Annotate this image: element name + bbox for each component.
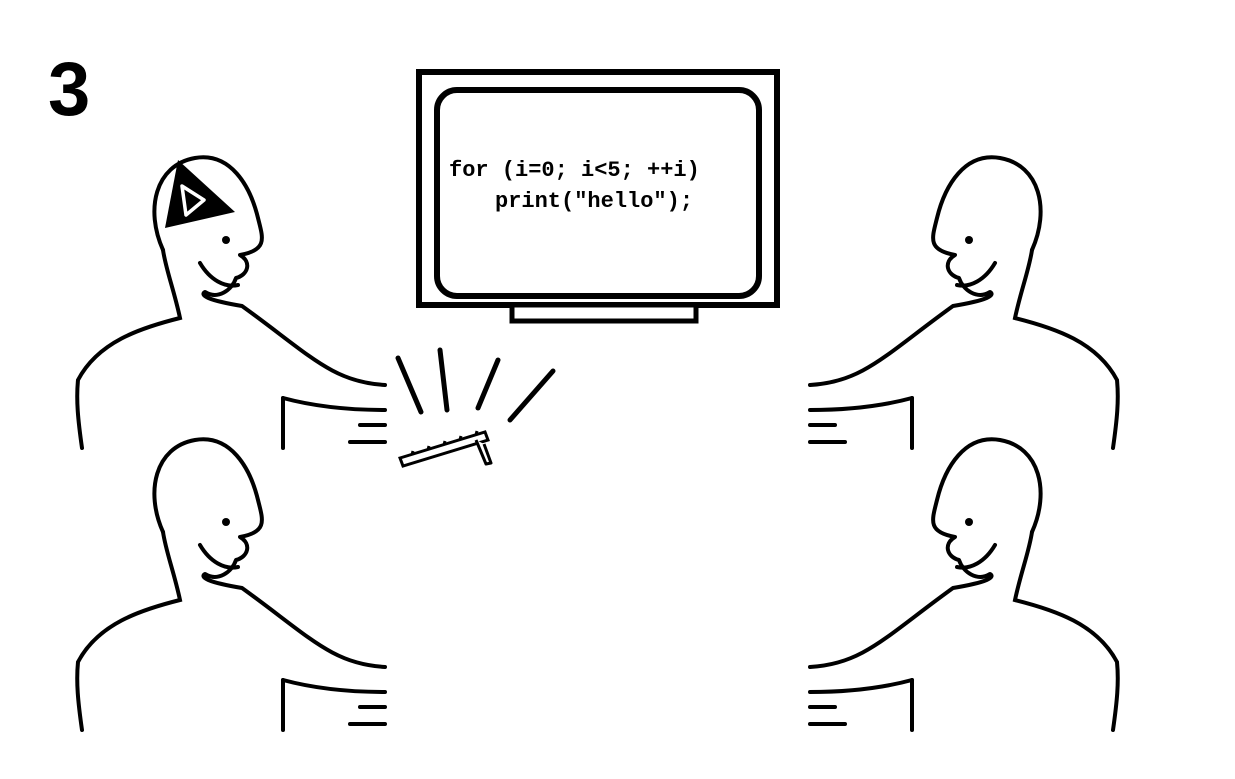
figure-bottom-right	[808, 437, 1120, 732]
figure-bottom-left	[75, 437, 387, 732]
code-line-1: for (i=0; i<5; ++i)	[449, 158, 700, 183]
figure-top-right	[808, 155, 1120, 451]
keyboard-icon	[398, 430, 493, 468]
figure-top-left	[75, 155, 387, 451]
code-line-2: print("hello");	[495, 189, 693, 214]
monitor: for (i=0; i<5; ++i) print("hello");	[416, 69, 780, 324]
party-hat-icon	[165, 160, 235, 228]
motion-lines	[395, 347, 556, 423]
step-number: 3	[48, 47, 91, 132]
